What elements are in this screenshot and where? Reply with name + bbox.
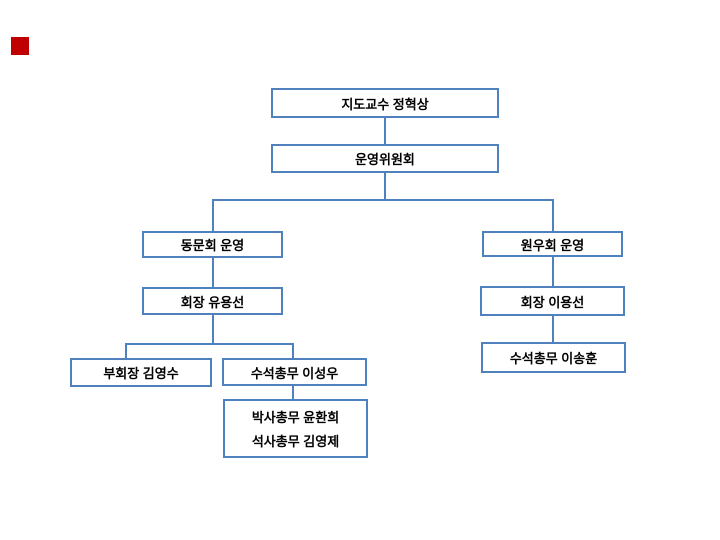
- connector-drop-wonwoo: [552, 199, 554, 231]
- org-box-vice-president-label: 부회장 김영수: [103, 366, 179, 381]
- connector-president-chief-sec: [552, 316, 554, 342]
- connector-president-branch-bar: [125, 343, 294, 345]
- org-box-advisor-label: 지도교수 정혁상: [341, 96, 429, 112]
- connector-president-stem: [212, 315, 214, 344]
- org-box-steering-committee-label: 운영위원회: [355, 152, 415, 167]
- org-box-wonwoo-association-label: 원우회 운영: [520, 237, 585, 253]
- org-box-alumni-chief-secretary-label: 수석총무 이성우: [250, 365, 339, 381]
- org-box-wonwoo-chief-secretary-label: 수석총무 이송훈: [509, 351, 598, 366]
- org-box-alumni-association-label: 동문회 운영: [180, 238, 245, 253]
- connector-advisor-committee: [384, 118, 386, 144]
- connector-committee-stem: [384, 173, 386, 200]
- connector-alumni-president: [212, 258, 214, 287]
- org-box-wonwoo-chief-secretary[interactable]: 수석총무 이송훈: [481, 342, 626, 373]
- org-box-alumni-president[interactable]: 회장 유용선: [142, 287, 283, 315]
- connector-chief-sec-secretaries: [292, 386, 294, 399]
- connector-drop-vice-president: [125, 343, 127, 358]
- org-box-steering-committee[interactable]: 운영위원회: [271, 144, 499, 173]
- org-box-wonwoo-president[interactable]: 회장 이용선: [480, 286, 625, 316]
- connector-drop-alumni: [212, 199, 214, 231]
- org-box-alumni-chief-secretary[interactable]: 수석총무 이성우: [222, 358, 367, 386]
- connector-drop-chief-secretary: [292, 343, 294, 358]
- red-square-decoration: [11, 37, 29, 55]
- org-box-advisor[interactable]: 지도교수 정혁상: [271, 88, 499, 118]
- org-box-secretaries-line2: 석사총무 김영제: [251, 434, 340, 450]
- connector-committee-branch-bar: [212, 199, 554, 201]
- org-box-alumni-president-label: 회장 유용선: [180, 294, 245, 310]
- org-box-secretaries[interactable]: 박사총무 윤환희 석사총무 김영제: [223, 399, 368, 458]
- connector-wonwoo-president: [552, 257, 554, 286]
- org-box-vice-president[interactable]: 부회장 김영수: [70, 358, 212, 387]
- org-box-wonwoo-association[interactable]: 원우회 운영: [482, 231, 623, 257]
- org-box-alumni-association[interactable]: 동문회 운영: [142, 231, 283, 258]
- org-box-wonwoo-president-label: 회장 이용선: [520, 294, 585, 310]
- org-box-secretaries-line1: 박사총무 윤환희: [251, 409, 340, 425]
